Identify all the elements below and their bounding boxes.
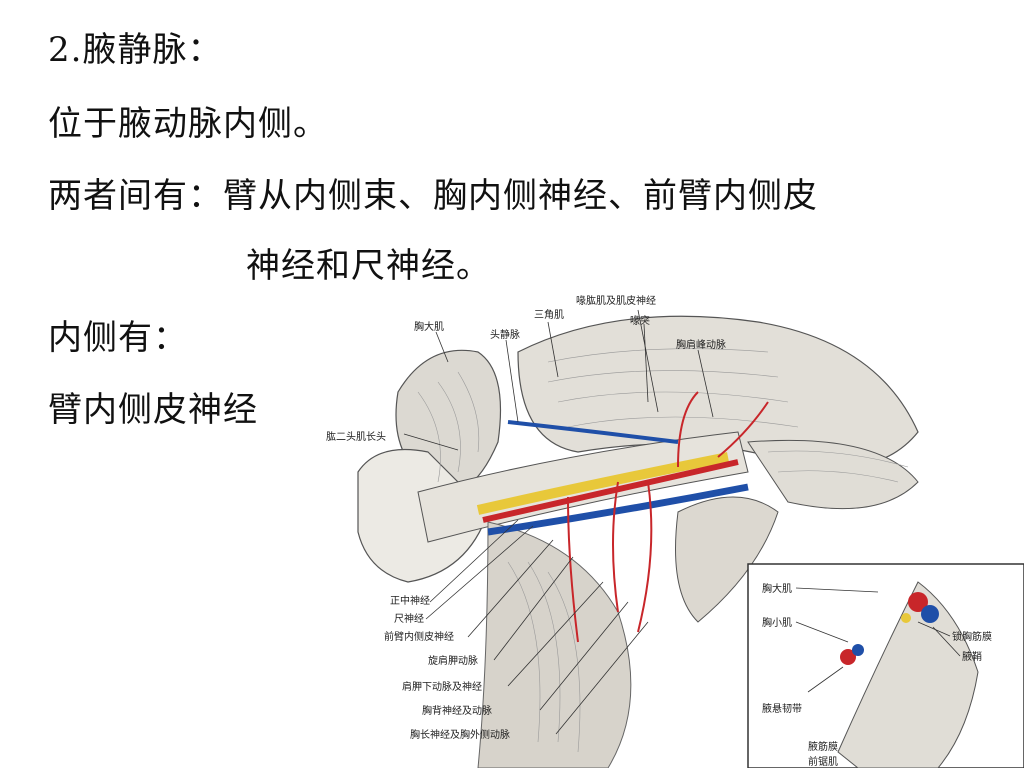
label-subscapular: 肩胛下动脉及神经 — [402, 680, 482, 693]
inset-label-axillary-sheath: 腋鞘 — [962, 650, 982, 663]
inset-label-clavipectoral-fascia: 锁胸筋膜 — [952, 630, 992, 643]
inset-label-serratus-anterior: 前锯肌 — [808, 755, 838, 768]
axillary-vein — [487, 483, 749, 536]
artery-branches — [567, 391, 769, 643]
label-deltoid: 三角肌 — [534, 309, 564, 321]
between-label: 两者间有： — [48, 176, 223, 216]
inset-label-suspensory-ligament: 腋悬韧带 — [762, 702, 802, 715]
label-cephalic-vein: 头静脉 — [490, 328, 520, 341]
nerve-bundle — [476, 452, 729, 515]
axilla-anatomy-figure: 胸大肌 三角肌 头静脉 喙肱肌及肌皮神经 喙突 胸肩峰动脉 肱二头肌长头 正中神… — [326, 294, 1024, 768]
text-line-between: 两者间有：臂从内侧束、胸内侧神经、前臂内侧皮 — [48, 176, 818, 216]
label-circumflex-scapular-artery: 旋肩胛动脉 — [428, 654, 478, 667]
label-median-nerve: 正中神经 — [390, 594, 430, 607]
inset-label-pectoralis-major: 胸大肌 — [762, 582, 792, 595]
inset-label-pectoralis-minor: 胸小肌 — [762, 616, 792, 629]
text-line-between-cont: 神经和尺神经。 — [246, 246, 491, 286]
text-line-position: 位于腋动脉内侧。 — [48, 104, 328, 144]
chest-wall — [477, 521, 632, 768]
text-line-medial: 内侧有： — [48, 318, 188, 358]
cephalic-vein — [507, 420, 679, 444]
label-long-thoracic: 胸长神经及胸外侧动脉 — [410, 728, 510, 741]
label-thoracoacromial-artery: 胸肩峰动脉 — [676, 338, 726, 351]
label-medial-antebrachial-cutaneous: 前臂内侧皮神经 — [384, 630, 454, 643]
label-thoracodorsal: 胸背神经及动脉 — [422, 704, 492, 717]
between-text: 臂从内侧束、胸内侧神经、前臂内侧皮 — [223, 176, 818, 216]
label-ulnar-nerve: 尺神经 — [394, 612, 424, 625]
inset-cross-section — [747, 563, 1024, 768]
label-biceps-long-head: 肱二头肌长头 — [326, 431, 386, 443]
leader-lines — [403, 309, 714, 735]
label-coracoid: 喙突 — [630, 314, 650, 327]
serratus-muscle — [747, 439, 919, 510]
label-coracobrachialis: 喙肱肌及肌皮神经 — [576, 294, 656, 307]
axillary-artery — [482, 459, 739, 523]
label-pectoralis-major: 胸大肌 — [414, 320, 444, 333]
text-line-medial-nerve: 臂内侧皮神经 — [48, 390, 258, 430]
muscle-fibers — [417, 348, 909, 753]
slide-heading: 2.腋静脉： — [48, 30, 223, 70]
inset-label-axillary-fascia: 腋筋膜 — [808, 740, 838, 753]
